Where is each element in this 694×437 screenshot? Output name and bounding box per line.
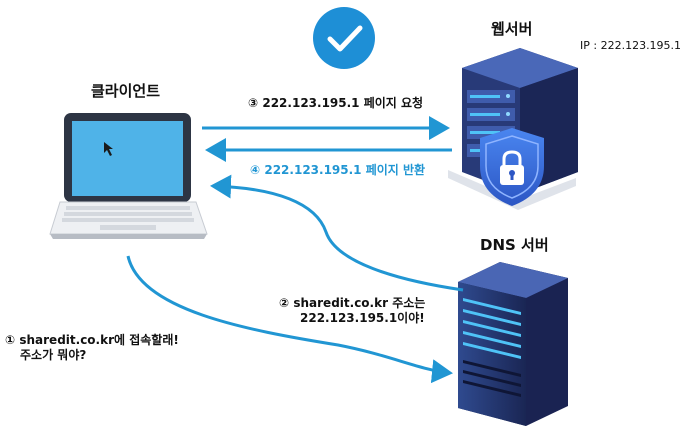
step-3-marker: ③ (248, 96, 259, 110)
arrow-dns-reply (210, 174, 464, 292)
step-2-marker: ② (279, 296, 290, 310)
dns-server-title: DNS 서버 (480, 236, 549, 254)
step-2-text-line1: sharedit.co.kr 주소는 (293, 296, 426, 310)
laptop-icon (49, 113, 208, 239)
step-1-text-line2: 주소가 뭐야? (20, 348, 87, 362)
web-server-ip: IP : 222.123.195.1 (580, 39, 682, 52)
server-tower-icon (458, 262, 568, 426)
step-4-label: ④ 222.123.195.1 페이지 반환 (250, 163, 425, 178)
shield-lock-icon (480, 128, 544, 206)
step-4-marker: ④ (250, 163, 261, 177)
step-1-label: ① sharedit.co.kr에 접속할래! 주소가 뭐야? (5, 333, 179, 363)
arrow-dns-query (126, 255, 453, 384)
step-1-marker: ① (5, 333, 16, 347)
step-2-text-line2: 222.123.195.1이야! (300, 311, 425, 325)
check-circle-icon (313, 7, 375, 69)
step-4-text: 222.123.195.1 페이지 반환 (264, 163, 426, 177)
step-3-text: 222.123.195.1 페이지 요청 (262, 96, 424, 110)
web-server-title: 웹서버 (491, 20, 533, 38)
step-2-label: ② sharedit.co.kr 주소는 222.123.195.1이야! (279, 296, 425, 326)
step-1-text-line1: sharedit.co.kr에 접속할래! (19, 333, 179, 347)
client-title: 클라이언트 (91, 82, 161, 100)
step-3-label: ③ 222.123.195.1 페이지 요청 (248, 96, 423, 111)
